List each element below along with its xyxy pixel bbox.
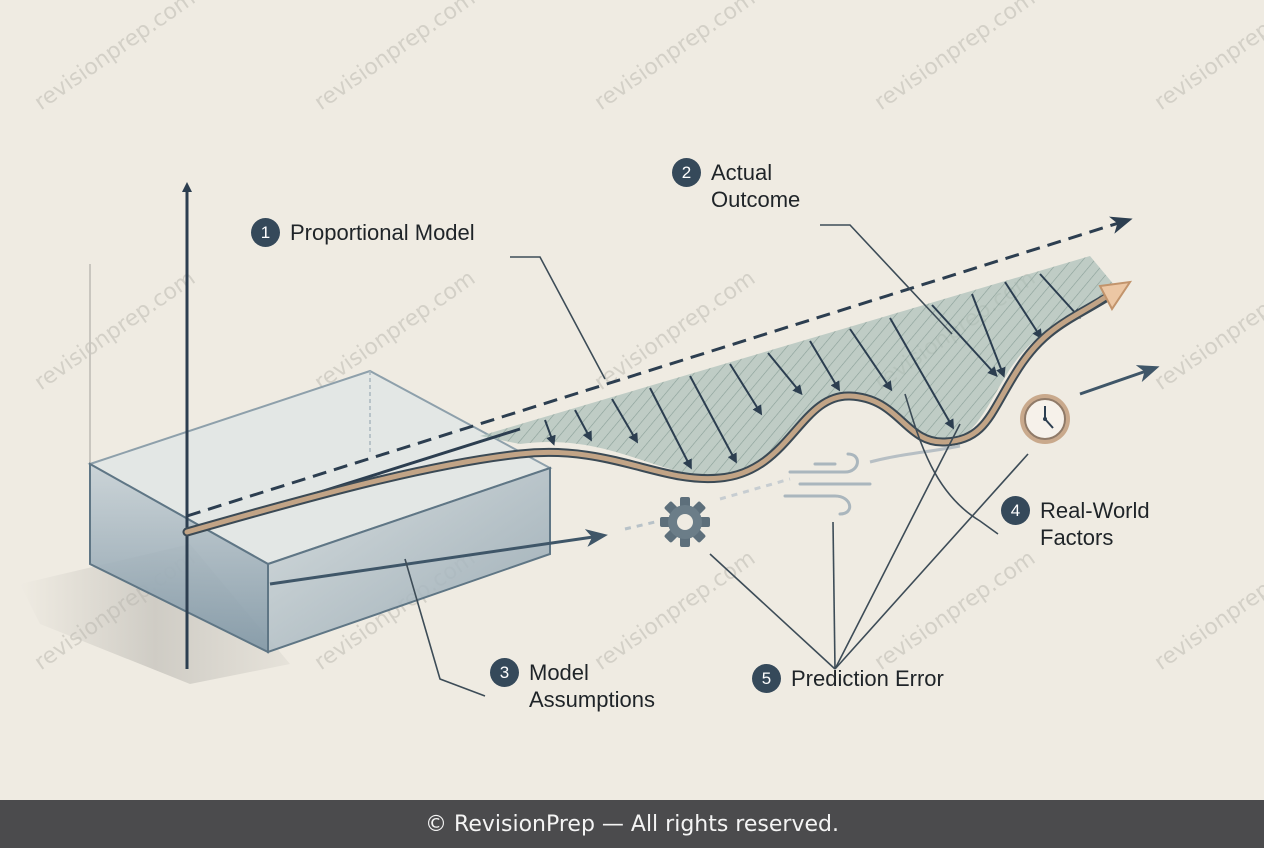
- callout-real-world-factors: 4 Real-World Factors: [1001, 496, 1150, 551]
- right-side-arrow: [1079, 365, 1160, 396]
- wind-icon: [783, 452, 872, 516]
- proportional-model-line: [186, 216, 1133, 518]
- dashed-trail-2: [719, 477, 791, 501]
- callout-badge: 5: [752, 664, 781, 693]
- callout-label-line-1: Actual: [711, 160, 773, 185]
- gear-icon: [660, 497, 710, 547]
- floor-shadow: [20, 544, 290, 684]
- assumption-arrow: [269, 529, 608, 586]
- actual-outcome-arrowhead: [1098, 280, 1133, 311]
- error-region: [480, 256, 1115, 477]
- callout-actual-outcome: 2 Actual Outcome: [672, 158, 801, 213]
- model-box: [87, 369, 553, 654]
- callout-prediction-error: 5 Prediction Error: [752, 664, 944, 693]
- footer: © RevisionPrep — All rights reserved.: [0, 800, 1264, 848]
- footer-text: © RevisionPrep — All rights reserved.: [425, 811, 839, 837]
- callout-label-line-1: Real-World: [1040, 498, 1150, 523]
- callout-label-line-1: Model: [529, 660, 589, 685]
- leader-lines: [404, 224, 1029, 697]
- callout-badge: 3: [490, 658, 519, 687]
- callout-label-line-2: Outcome: [711, 187, 801, 212]
- dashed-trail-3: [869, 444, 961, 464]
- actual-outcome-curve-fill: [184, 291, 1113, 535]
- dashed-trail-1: [624, 520, 656, 531]
- callout-model-assumptions: 3 Model Assumptions: [490, 658, 655, 713]
- clock-icon: [1020, 394, 1070, 444]
- callout-proportional-model: 1 Proportional Model: [251, 218, 475, 247]
- callout-label-line-2: Factors: [1040, 525, 1114, 550]
- callout-label-line-2: Assumptions: [529, 687, 655, 712]
- callout-label: Prediction Error: [791, 666, 944, 691]
- callout-label: Proportional Model: [290, 220, 475, 245]
- callout-badge: 2: [672, 158, 701, 187]
- callout-badge: 4: [1001, 496, 1030, 525]
- callout-badge: 1: [251, 218, 280, 247]
- error-arrows: [544, 273, 1081, 470]
